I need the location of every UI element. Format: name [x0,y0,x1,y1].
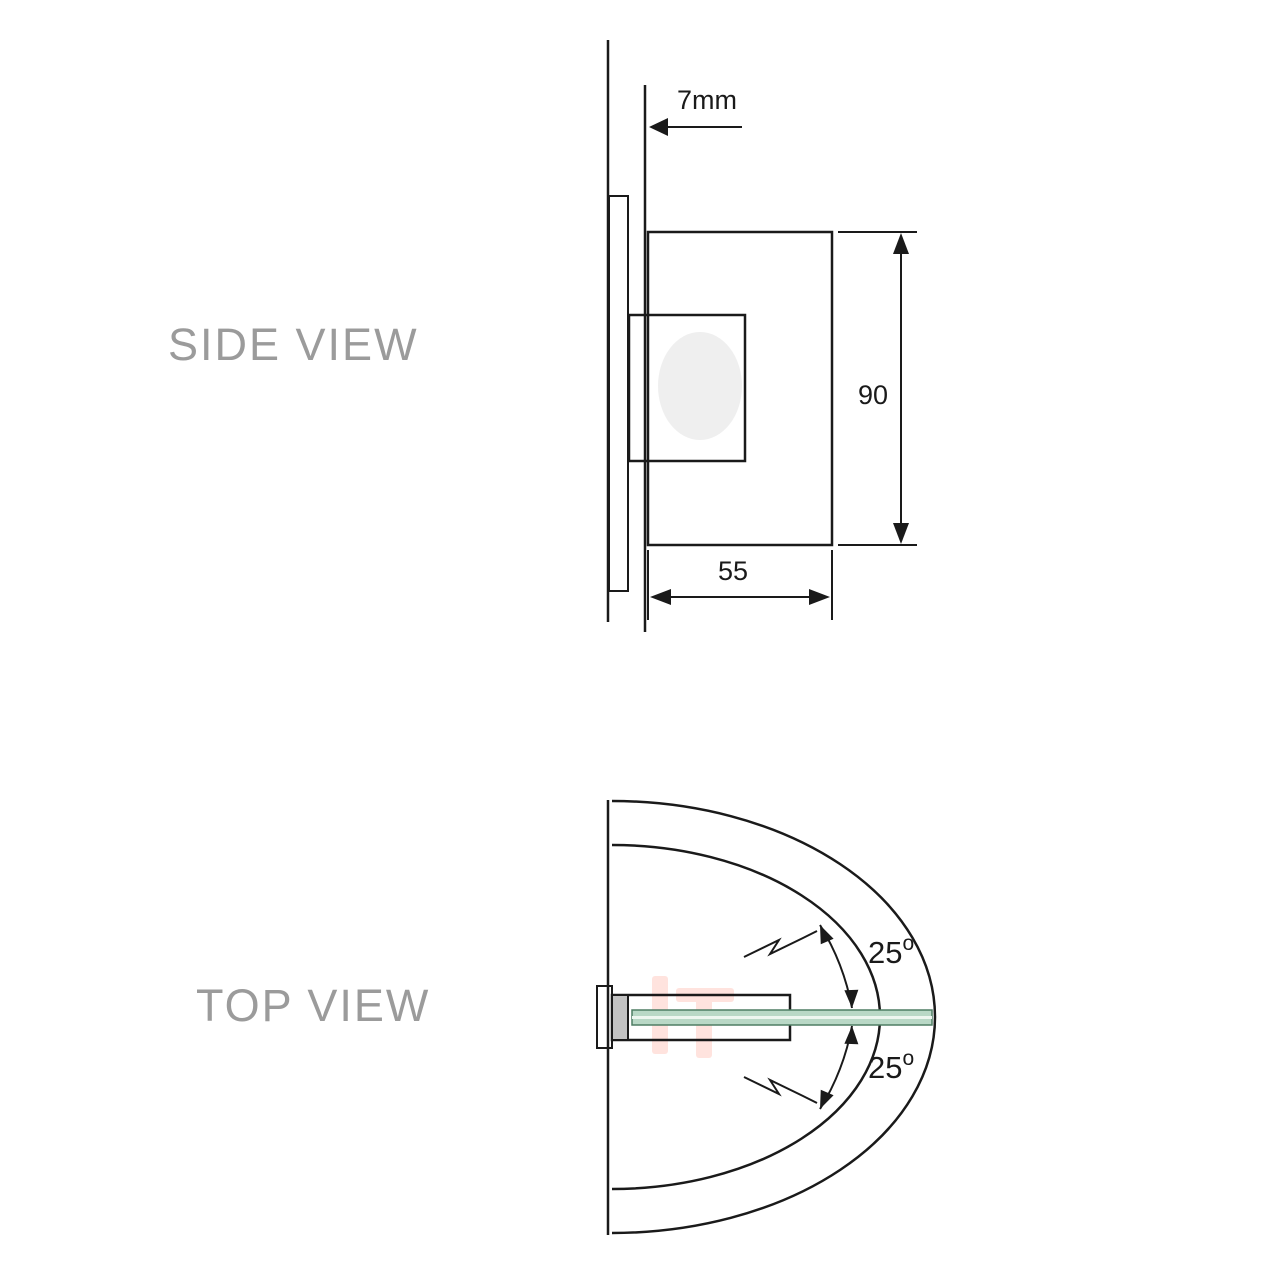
swing-arc-outer [611,799,937,1235]
angle-lower-unit: o [902,1047,914,1070]
dim-55: 55 [647,550,833,620]
dim-55-arrowhead-left [650,589,671,605]
angle-upper-arrowhead-start [820,925,834,945]
side-view: SIDE VIEW 7mm [168,40,917,632]
dim-55-arrowhead-right [809,589,830,605]
angle-upper: 25o [743,924,914,1009]
angle-lower-label: 25o [868,1047,914,1085]
side-view-label: SIDE VIEW [168,319,419,370]
top-view-label: TOP VIEW [196,980,430,1031]
angle-upper-arrowhead-end [844,989,859,1008]
angle-lower-arrowhead-end [844,1026,859,1045]
side-clamp-block [627,313,747,463]
dim-7mm: 7mm [649,85,742,136]
dim-7mm-arrowhead [649,118,668,136]
dim-90-label: 90 [858,380,888,410]
dim-90-arrowhead-top [893,233,909,254]
dim-7mm-label: 7mm [677,85,737,115]
angle-upper-unit: o [902,932,914,955]
angle-upper-label: 25o [868,932,914,970]
top-view: TOP VIEW [196,799,937,1235]
angle-lower-arrowhead-start [820,1089,834,1109]
angle-lower-value: 25 [868,1050,902,1085]
top-back-plate [596,985,613,1049]
side-back-plate [608,195,629,592]
clamp-highlight [658,332,742,440]
top-hinge-bar-heel [611,994,629,1041]
angle-upper-value: 25 [868,935,902,970]
angle-upper-breakline [743,930,818,958]
dim-55-label: 55 [718,556,748,586]
side-hinge-body [646,230,834,547]
glass-panel [631,1009,933,1026]
dim-90-arrowhead-bottom [893,523,909,544]
angle-lower: 25o [743,1025,914,1110]
dim-90: 90 [838,231,917,546]
angle-lower-breakline [743,1076,818,1104]
